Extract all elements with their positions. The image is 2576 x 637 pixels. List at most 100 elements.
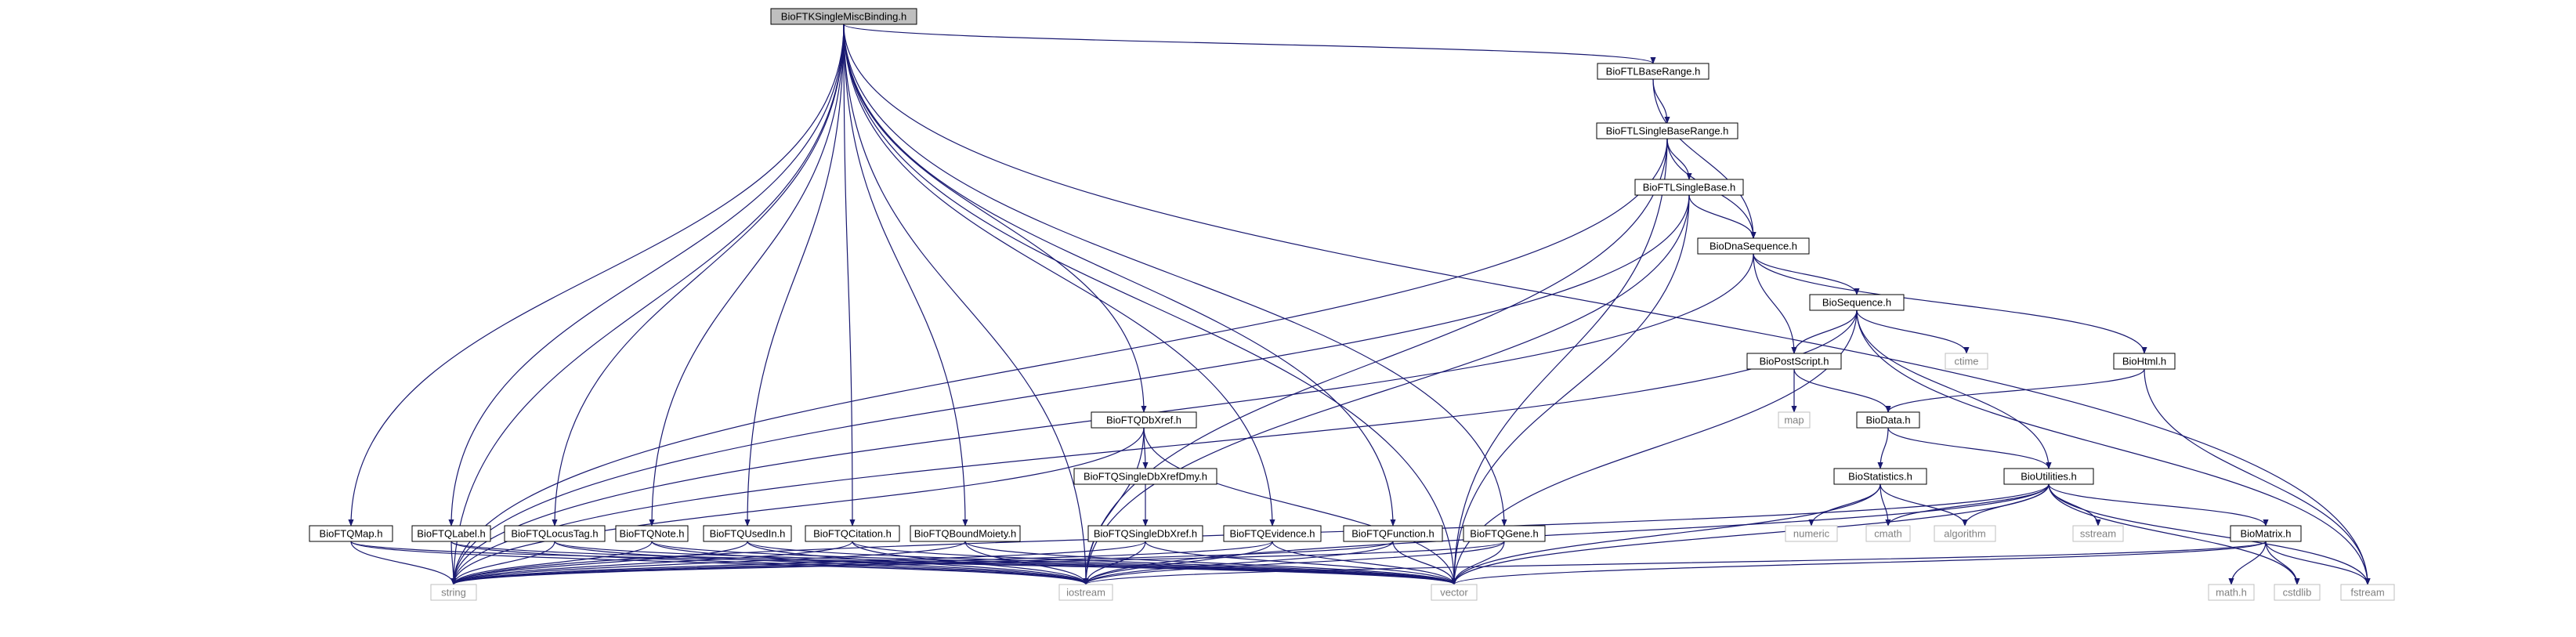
node-label: BioPostScript.h: [1760, 356, 1829, 367]
node-string: string: [430, 584, 477, 601]
node-ps[interactable]: BioPostScript.h: [1746, 353, 1842, 370]
node-label: sstream: [2080, 528, 2116, 540]
node-qnote[interactable]: BioFTQNote.h: [615, 525, 689, 542]
edge-qbound-to-vector: [964, 541, 1457, 585]
edge-util-to-cstdlib: [2048, 483, 2300, 585]
node-label: ctime: [1954, 356, 1978, 367]
edge-qevid-to-vector: [1272, 541, 1457, 585]
node-label: BioData.h: [1865, 414, 1910, 426]
node-mathh: math.h: [2208, 584, 2255, 601]
edge-sbaserange-to-vector: [1451, 138, 1668, 585]
file-nodes: BioFTKSingleMiscBinding.hBioFTLBaseRange…: [309, 8, 2395, 601]
edge-root-to-qfunc: [843, 24, 1396, 527]
edge-util-to-matrix: [2048, 483, 2269, 527]
node-qevid[interactable]: BioFTQEvidence.h: [1223, 525, 1322, 542]
node-label: BioFTQBoundMoiety.h: [914, 528, 1017, 540]
edge-qlabel-to-string: [450, 541, 457, 585]
edge-matrix-to-iostream: [1083, 541, 2267, 585]
edge-stats-to-algorithm: [1880, 483, 1968, 527]
node-box: [805, 525, 900, 542]
node-box: [411, 525, 491, 542]
edge-data-to-stats: [1877, 427, 1889, 469]
node-label: BioMatrix.h: [2240, 528, 2291, 540]
node-qlabel[interactable]: BioFTQLabel.h: [411, 525, 491, 542]
node-label: iostream: [1066, 587, 1105, 599]
node-box: [1746, 353, 1842, 370]
node-box: [1634, 179, 1744, 196]
edge-qlocus-to-iostream: [554, 541, 1089, 585]
node-box: [1785, 525, 1838, 542]
node-box: [1343, 525, 1443, 542]
node-fstream: fstream: [2340, 584, 2395, 601]
node-label: BioFTQFunction.h: [1351, 528, 1435, 540]
node-label: BioFTQMap.h: [320, 528, 383, 540]
node-box: [1809, 294, 1905, 311]
edge-data-to-util: [1887, 427, 2052, 469]
node-qmap[interactable]: BioFTQMap.h: [309, 525, 393, 542]
edge-seq-to-util: [1856, 309, 2052, 469]
node-box: [1697, 237, 1810, 255]
edge-root-to-string: [450, 24, 845, 585]
edge-qgene-to-string: [450, 541, 1505, 585]
node-stats[interactable]: BioStatistics.h: [1833, 468, 1927, 485]
node-box: [1223, 525, 1322, 542]
node-qlocus[interactable]: BioFTQLocusTag.h: [504, 525, 606, 542]
node-label: BioFTLSingleBase.h: [1643, 182, 1736, 194]
edge-qused-to-string: [450, 541, 748, 585]
node-data[interactable]: BioData.h: [1856, 411, 1920, 429]
node-box: [1597, 63, 1709, 80]
node-qcit[interactable]: BioFTQCitation.h: [805, 525, 900, 542]
edge-baserange-to-sbaserange: [1652, 78, 1670, 124]
node-box: [430, 584, 477, 601]
node-qused[interactable]: BioFTQUsedIn.h: [703, 525, 792, 542]
edge-qnote-to-string: [450, 541, 653, 585]
node-label: BioFTQLabel.h: [417, 528, 485, 540]
node-label: BioDnaSequence.h: [1709, 241, 1797, 252]
edge-seq-to-ctime: [1856, 309, 1970, 354]
node-sdbxrefd[interactable]: BioFTQSingleDbXrefDmy.h: [1073, 468, 1217, 485]
node-box: [2003, 468, 2094, 485]
edge-qmap-to-string: [350, 541, 457, 585]
edge-root-to-qgene: [843, 24, 1507, 527]
edge-matrix-to-vector: [1451, 541, 2267, 585]
node-baserange[interactable]: BioFTLBaseRange.h: [1597, 63, 1709, 80]
node-sbaserange[interactable]: BioFTLSingleBaseRange.h: [1596, 122, 1738, 139]
node-box: [1091, 411, 1197, 429]
node-label: BioFTQSingleDbXrefDmy.h: [1084, 471, 1207, 483]
edge-root-to-qnote: [649, 24, 845, 527]
node-qbound[interactable]: BioFTQBoundMoiety.h: [910, 525, 1021, 542]
node-box: [703, 525, 792, 542]
node-label: BioFTQDbXref.h: [1106, 414, 1181, 426]
edge-matrix-to-mathh: [2228, 541, 2267, 585]
edge-qlocus-to-string: [450, 541, 555, 585]
dependency-edges: [348, 24, 2371, 585]
node-box: [1073, 468, 1217, 485]
node-qgene[interactable]: BioFTQGene.h: [1463, 525, 1546, 542]
edge-qfunc-to-vector: [1392, 541, 1457, 585]
edge-qcit-to-vector: [852, 541, 1457, 585]
edge-stats-to-vector: [1451, 483, 1881, 585]
node-dbxref[interactable]: BioFTQDbXref.h: [1091, 411, 1197, 429]
node-sdbxref[interactable]: BioFTQSingleDbXref.h: [1087, 525, 1203, 542]
node-sbase[interactable]: BioFTLSingleBase.h: [1634, 179, 1744, 196]
edge-seq-to-fstream: [1856, 309, 2371, 585]
node-box: [2340, 584, 2395, 601]
node-util[interactable]: BioUtilities.h: [2003, 468, 2094, 485]
node-matrix[interactable]: BioMatrix.h: [2230, 525, 2302, 542]
node-label: string: [441, 587, 466, 599]
node-label: BioFTQUsedIn.h: [710, 528, 786, 540]
node-qfunc[interactable]: BioFTQFunction.h: [1343, 525, 1443, 542]
node-dna[interactable]: BioDnaSequence.h: [1697, 237, 1810, 255]
edge-qcit-to-string: [450, 541, 853, 585]
node-seq[interactable]: BioSequence.h: [1809, 294, 1905, 311]
edge-sbase-to-string: [450, 194, 1690, 585]
node-label: BioUtilities.h: [2021, 471, 2077, 483]
node-label: vector: [1440, 587, 1468, 599]
node-root[interactable]: BioFTKSingleMiscBinding.h: [770, 8, 917, 25]
node-cstdlib: cstdlib: [2274, 584, 2321, 601]
edge-root-to-iostream: [843, 24, 1089, 585]
node-html[interactable]: BioHtml.h: [2113, 353, 2176, 370]
node-ctime: ctime: [1945, 353, 1988, 370]
node-box: [2208, 584, 2255, 601]
edge-qbound-to-iostream: [964, 541, 1089, 585]
